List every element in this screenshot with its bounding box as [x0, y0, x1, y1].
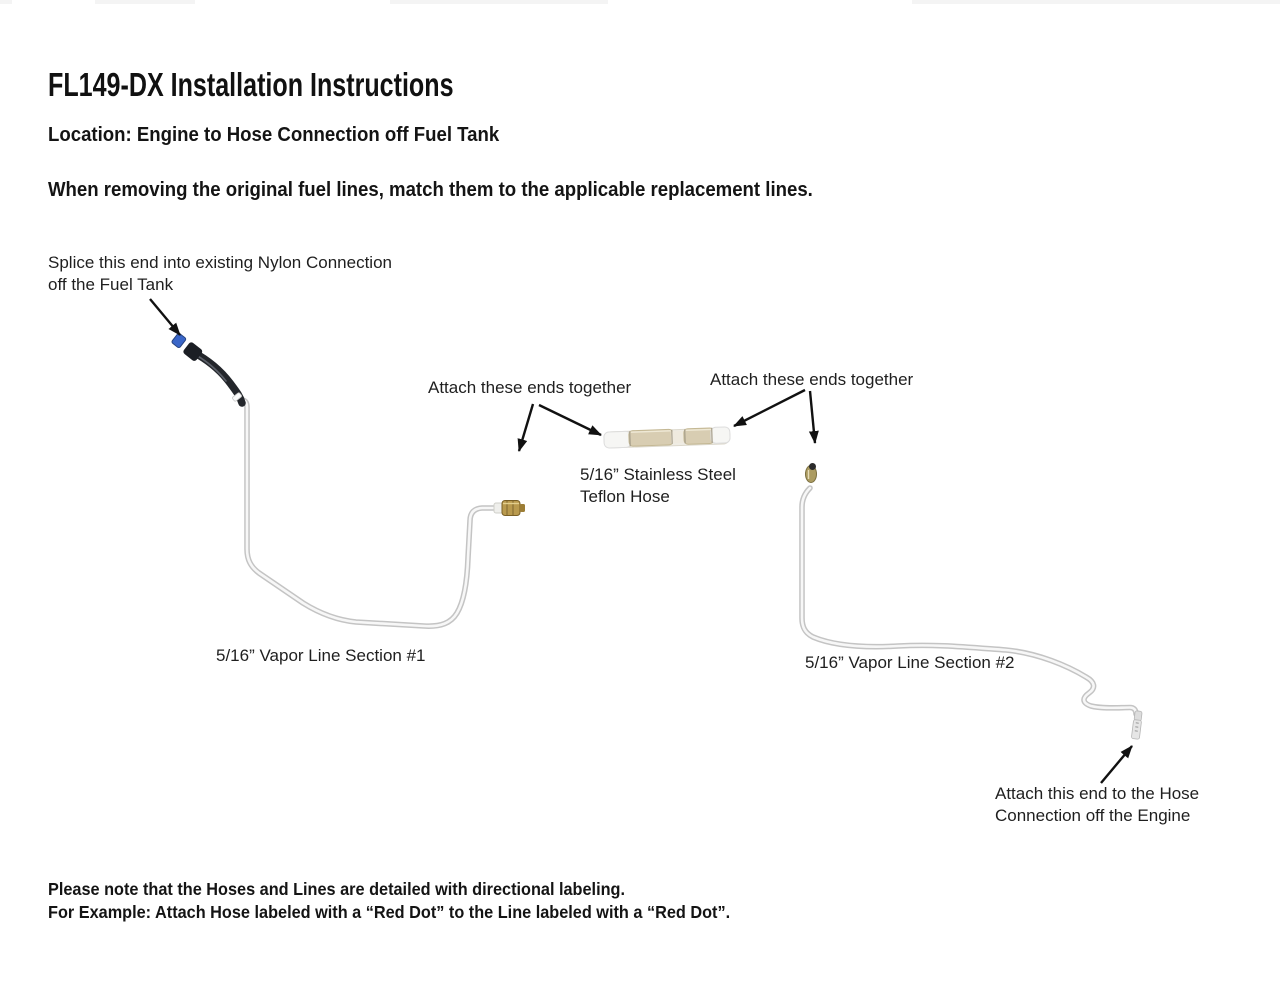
- top-edge-artifact: [0, 0, 12, 4]
- vapor-line-2-top-fitting: [805, 463, 817, 483]
- top-edge-artifact: [95, 0, 195, 4]
- engine-note-line: Attach this end to the Hose: [995, 784, 1200, 803]
- engine-note: Attach this end to the Hose Connection o…: [995, 783, 1199, 827]
- engine-note-line: Connection off the Engine: [995, 806, 1191, 825]
- instruction-line: When removing the original fuel lines, m…: [48, 179, 813, 201]
- attach-left-arrow-to-hose: [538, 403, 602, 437]
- hose-label-line: Teflon Hose: [580, 487, 670, 506]
- vapor-line-1-label: 5/16” Vapor Line Section #1: [216, 646, 426, 665]
- footer-note-line: For Example: Attach Hose labeled with a …: [48, 902, 731, 922]
- top-edge-artifact: [390, 0, 608, 4]
- page-title: FL149-DX Installation Instructions: [48, 66, 454, 103]
- vapor-line-2: [799, 485, 1139, 717]
- footer-note-line: Please note that the Hoses and Lines are…: [48, 879, 626, 899]
- hose-clamp-band: [232, 392, 242, 402]
- attach-note-left: Attach these ends together: [428, 378, 632, 397]
- hose-label-line: 5/16” Stainless Steel: [580, 465, 736, 484]
- attach-note-right: Attach these ends together: [710, 370, 914, 389]
- location-line: Location: Engine to Hose Connection off …: [48, 124, 500, 146]
- attach-right-arrow-to-line: [808, 390, 819, 444]
- splice-note-line: Splice this end into existing Nylon Conn…: [48, 253, 392, 272]
- splice-arrow: [149, 298, 181, 336]
- nylon-connector-blue-ring: [171, 333, 187, 349]
- splice-note-line: off the Fuel Tank: [48, 275, 174, 294]
- stainless-teflon-hose: [603, 426, 731, 449]
- nylon-connector: [183, 342, 203, 361]
- attach-right-arrow-to-hose: [733, 388, 806, 428]
- hose-label: 5/16” Stainless Steel Teflon Hose: [580, 464, 736, 508]
- attach-left-arrow-to-line: [517, 403, 535, 452]
- footer-note: Please note that the Hoses and Lines are…: [48, 878, 781, 924]
- top-edge-artifact: [912, 0, 1280, 4]
- splice-note: Splice this end into existing Nylon Conn…: [48, 252, 392, 296]
- vapor-line-2-end-fitting: [1131, 710, 1143, 740]
- vapor-line-1: [240, 397, 499, 629]
- engine-arrow: [1100, 745, 1133, 784]
- vapor-line-1-fitting: [493, 500, 525, 516]
- vapor-line-2-label: 5/16” Vapor Line Section #2: [805, 653, 1015, 672]
